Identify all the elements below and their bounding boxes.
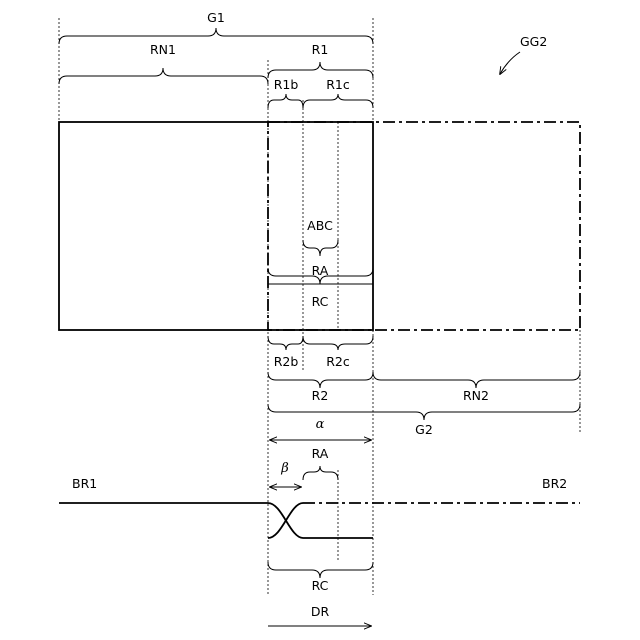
gg2-pointer-arrow (500, 52, 520, 74)
brace-rn1 (59, 68, 268, 84)
label-br2: BR2 (542, 476, 567, 491)
label-rc-bottom: RC (312, 578, 329, 593)
label-dr: DR (311, 604, 330, 619)
label-br1: BR1 (72, 476, 97, 491)
brace-r2 (268, 372, 373, 388)
label-g2: G2 (415, 422, 433, 437)
label-r1c: R1c (326, 77, 350, 92)
label-r1b: R1b (274, 77, 299, 92)
label-abc: ABC (307, 218, 333, 233)
br1-curve (59, 503, 373, 538)
label-ra-top: RA (312, 263, 329, 278)
label-beta: β (280, 461, 289, 476)
brace-rn2 (373, 372, 580, 388)
label-r2: R2 (312, 388, 329, 403)
label-r2c: R2c (326, 354, 350, 369)
br2-curve-rising (268, 503, 303, 538)
label-r2b: R2b (274, 354, 299, 369)
brace-rc-bottom (268, 562, 373, 578)
brace-ra-bottom (303, 466, 338, 480)
brace-r1b (268, 94, 303, 108)
brace-r1 (268, 62, 373, 78)
label-rc-top: RC (312, 294, 329, 309)
brace-r2c (303, 336, 373, 350)
brace-r2b (268, 336, 303, 350)
label-gg2: GG2 (520, 34, 547, 49)
label-alpha: α (316, 417, 325, 432)
brace-r1c (303, 94, 373, 108)
brace-abc (303, 240, 338, 256)
label-r1: R1 (312, 42, 329, 57)
label-rn1: RN1 (150, 42, 176, 57)
label-ra-bottom: RA (312, 446, 329, 461)
label-rn2: RN2 (463, 388, 489, 403)
label-g1: G1 (207, 10, 225, 25)
